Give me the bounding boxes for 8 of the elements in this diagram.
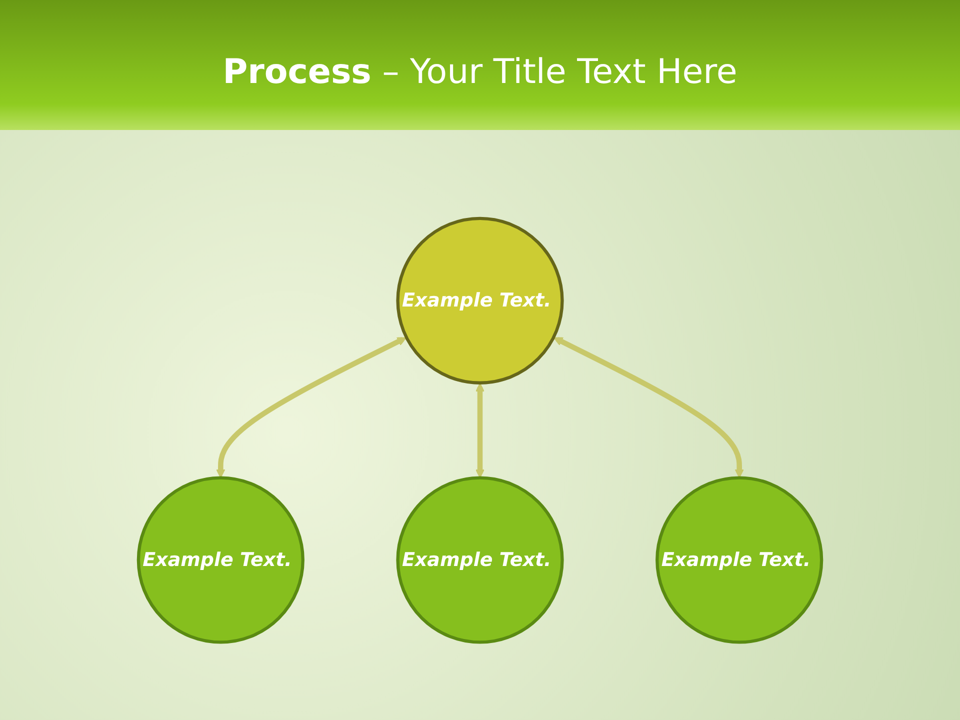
node-circle: Example Text. [396,476,564,644]
arrow [554,336,744,478]
arrow [216,336,406,478]
slide-title: Process – Your Title Text Here [222,52,738,92]
node-circle: Example Text. [136,476,304,644]
node-circle: Example Text. [396,216,564,384]
arrow [475,382,485,478]
node-circle: Example Text. [656,476,824,644]
